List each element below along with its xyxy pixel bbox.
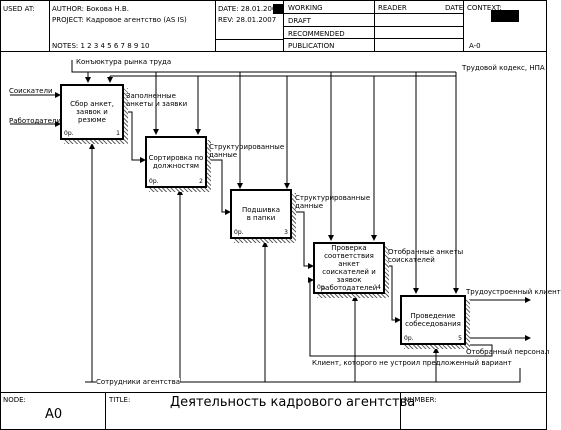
activity-box-2-cost: 0р. — [149, 178, 159, 185]
label-input-applicants: Соискатели — [9, 87, 53, 95]
activity-box-5-number: 5 — [458, 335, 462, 342]
date2-label: DATE — [445, 4, 464, 12]
activity-box-1[interactable]: Сбор анкет, заявок и резюме 0р. 1 — [60, 84, 124, 140]
activity-box-2-label: Сортировка по должностям — [148, 154, 204, 170]
flow-2-3 — [208, 159, 231, 215]
date-text: DATE: 28.01.2007 — [218, 5, 281, 13]
activity-box-1-label: Сбор анкет, заявок и резюме — [70, 100, 114, 124]
diagram-title: Деятельность кадрового агентства — [170, 395, 416, 410]
status-recommended: RECOMMENDED — [288, 30, 345, 38]
header-black-marker — [273, 4, 283, 14]
context-node: A-0 — [469, 42, 481, 50]
context-thumbnail — [491, 10, 519, 22]
label-control-conjuncture: Конъюктура рынка труда — [76, 58, 172, 66]
activity-box-5[interactable]: Проведение собеседования 0р. 5 — [400, 295, 466, 345]
author-text: AUTHOR: Бокова Н.В. — [52, 5, 129, 13]
status-publication: PUBLICATION — [288, 42, 335, 50]
flow-3-4 — [294, 211, 314, 269]
label-mechanism: Сотрудники агентства — [96, 378, 181, 386]
notes-text: NOTES: 1 2 3 4 5 6 7 8 9 10 — [52, 42, 150, 50]
label-output-selected-staff: Отобранный персонал — [466, 348, 550, 356]
reader-label: READER — [378, 4, 407, 12]
rev-text: REV: 28.01.2007 — [218, 16, 277, 24]
number-label: NUMBER: — [404, 396, 437, 404]
label-output-employed-client: Трудоустроенный клиент — [466, 288, 561, 296]
activity-box-1-number: 1 — [116, 130, 120, 137]
label-output-1: Заполненные анкеты и заявки — [126, 92, 188, 108]
activity-box-1-cost: 0р. — [64, 130, 74, 137]
activity-box-5-label: Проведение собеседования — [405, 312, 461, 328]
used-at-label: USED AT: — [3, 5, 35, 13]
status-working: WORKING — [288, 4, 323, 12]
label-output-2: Структурированные данные — [209, 143, 285, 159]
activity-box-4[interactable]: Проверка соответствия анкет соискателей … — [313, 242, 385, 294]
activity-box-4-label: Проверка соответствия анкет соискателей … — [320, 244, 378, 292]
activity-box-3-label: Подшивка в папки — [242, 206, 280, 222]
activity-box-3-number: 3 — [284, 229, 288, 236]
node-label: NODE: — [3, 396, 26, 404]
node-value: A0 — [45, 407, 63, 422]
activity-box-4-cost: 0р. — [317, 284, 327, 291]
status-divider-1 — [283, 13, 464, 14]
status-divider-2 — [283, 26, 464, 27]
mechanism-arrow — [85, 368, 521, 383]
project-text: PROJECT: Кадровое агентство (AS IS) — [52, 16, 187, 24]
context-label: CONTEXT: — [467, 4, 502, 12]
label-input-employers: Работодатели — [9, 117, 62, 125]
status-draft: DRAFT — [288, 17, 311, 25]
activity-box-2-number: 2 — [199, 178, 203, 185]
title-label: TITLE: — [109, 396, 131, 404]
label-output-3: Структурированные данные — [295, 194, 371, 210]
activity-box-2[interactable]: Сортировка по должностям 0р. 2 — [145, 136, 207, 188]
status-divider-3 — [283, 38, 464, 39]
activity-box-4-number: 4 — [377, 284, 381, 291]
label-feedback: Клиент, которого не устроил предложенный… — [312, 359, 512, 367]
label-control-labour-code: Трудовой кодекс, НПА — [462, 64, 545, 72]
activity-box-3[interactable]: Подшивка в папки 0р. 3 — [230, 189, 292, 239]
control-arrow-labour-code — [110, 72, 457, 77]
activity-box-3-cost: 0р. — [234, 229, 244, 236]
activity-box-5-cost: 0р. — [404, 335, 414, 342]
feedback-arrow — [308, 277, 493, 357]
label-output-4: Отобранные анкеты соискателей — [388, 248, 464, 264]
